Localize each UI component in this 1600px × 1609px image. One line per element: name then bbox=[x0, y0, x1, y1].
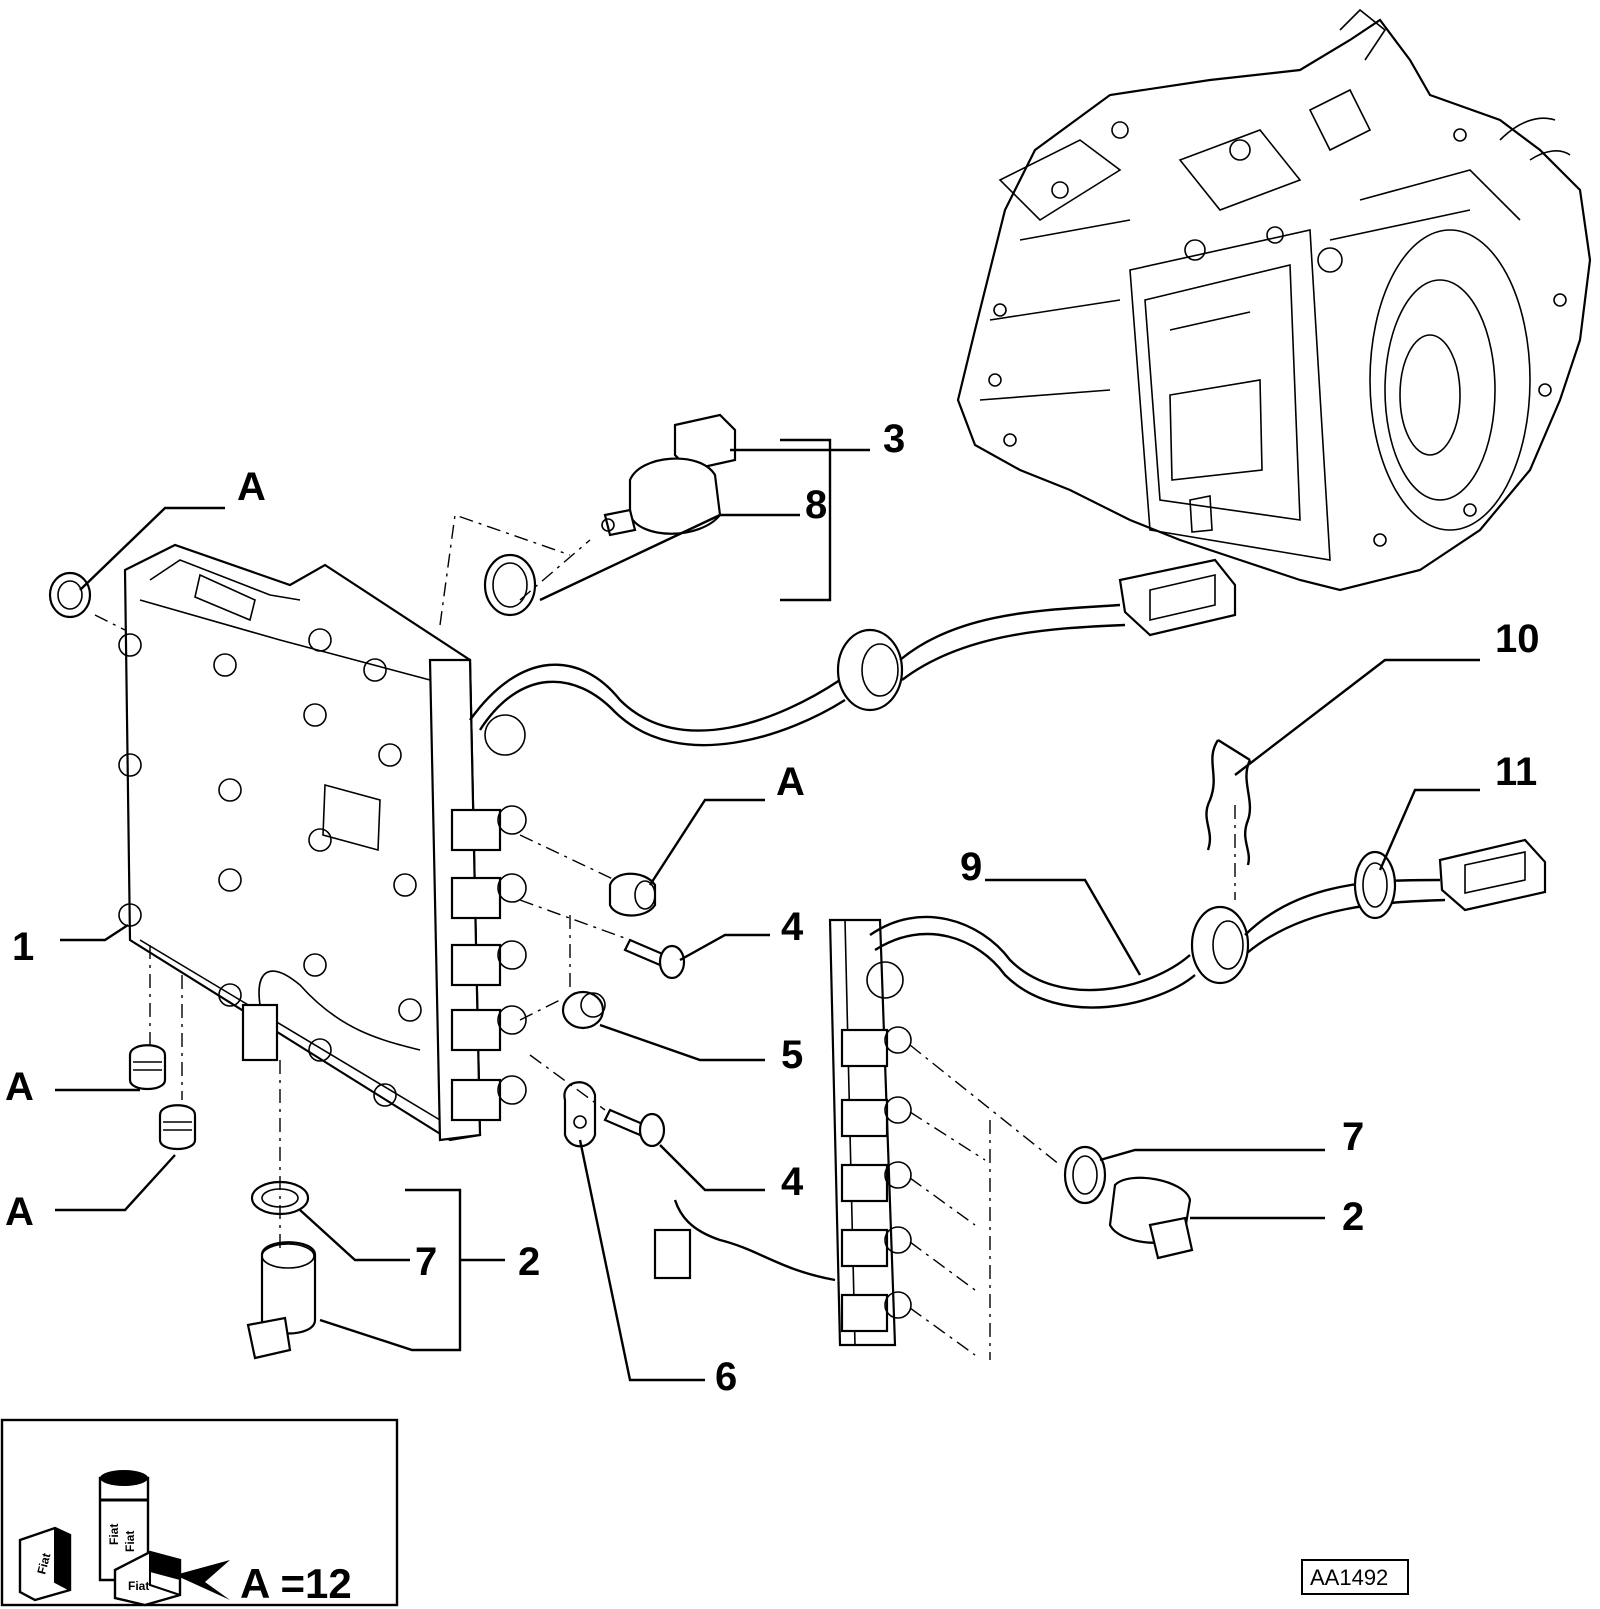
label-7-right: 7 bbox=[1342, 1115, 1364, 1159]
label-3: 3 bbox=[883, 417, 905, 461]
bracket-part-6 bbox=[563, 1081, 597, 1148]
reference-code-box: AA1492 bbox=[1301, 1559, 1409, 1595]
lubricant-legend: Fiat Fiat Fiat Fiat A =12 bbox=[0, 1418, 399, 1607]
product-box-left-icon: Fiat bbox=[18, 1526, 72, 1602]
wiring-harness-main bbox=[469, 558, 1237, 747]
can-brand-1: Fiat bbox=[107, 1524, 121, 1545]
solenoid-part-2-right bbox=[1108, 1176, 1194, 1260]
callout-labels: 1 3 8 A A A A 4 5 4 6 7 2 9 10 11 7 2 bbox=[5, 417, 1540, 1399]
label-1: 1 bbox=[12, 925, 34, 969]
legend-arrow-icon bbox=[175, 1560, 230, 1600]
label-a-center: A bbox=[776, 760, 805, 804]
sealant-can-icon: Fiat Fiat bbox=[98, 1470, 150, 1582]
seal-ring-part-7-right bbox=[1063, 1145, 1107, 1205]
clip-part-10 bbox=[1205, 738, 1252, 866]
solenoid-part-2-left bbox=[246, 1241, 317, 1360]
label-4-lower: 4 bbox=[781, 1160, 804, 1204]
alignment-lines bbox=[94, 514, 1236, 1360]
reference-code: AA1492 bbox=[1310, 1565, 1388, 1590]
bolt-part-4-lower bbox=[603, 1108, 666, 1148]
transmission-housing bbox=[956, 8, 1592, 592]
label-a-top: A bbox=[237, 465, 266, 509]
label-10: 10 bbox=[1495, 617, 1540, 661]
can-brand-2: Fiat bbox=[123, 1531, 137, 1552]
label-7-left: 7 bbox=[415, 1240, 437, 1284]
plug-a-top bbox=[48, 571, 92, 619]
label-2-right: 2 bbox=[1342, 1195, 1364, 1239]
secondary-solenoid-sockets bbox=[840, 1026, 912, 1333]
seal-ring-part-11 bbox=[1353, 850, 1397, 920]
solenoid-part-3 bbox=[601, 413, 737, 537]
valve-body-main bbox=[118, 543, 527, 1142]
seal-ring-part-8 bbox=[483, 553, 537, 617]
plug-part-5 bbox=[561, 990, 606, 1030]
box-brand-1: Fiat bbox=[34, 1552, 53, 1576]
label-8: 8 bbox=[805, 483, 827, 527]
plug-a-left-2 bbox=[158, 1104, 197, 1151]
label-2-left: 2 bbox=[518, 1240, 540, 1284]
label-5: 5 bbox=[781, 1033, 803, 1077]
product-box-right-icon: Fiat bbox=[113, 1550, 182, 1607]
label-9: 9 bbox=[960, 845, 982, 889]
leader-lines bbox=[55, 438, 1480, 1382]
plug-a-left-1 bbox=[128, 1044, 167, 1091]
label-6: 6 bbox=[715, 1355, 737, 1399]
label-11: 11 bbox=[1495, 750, 1537, 794]
label-4-upper: 4 bbox=[781, 905, 804, 949]
valve-body-secondary bbox=[828, 918, 912, 1347]
legend-value: A =12 bbox=[240, 1560, 352, 1607]
plug-a-center bbox=[608, 872, 657, 917]
box-brand-2: Fiat bbox=[128, 1579, 149, 1593]
bolt-part-4-upper bbox=[623, 938, 686, 980]
valve-body-bolts bbox=[118, 628, 422, 1107]
valve-body-solenoid-sockets bbox=[450, 805, 527, 1122]
label-a-left-1: A bbox=[5, 1065, 34, 1109]
label-a-left-2: A bbox=[5, 1190, 34, 1234]
